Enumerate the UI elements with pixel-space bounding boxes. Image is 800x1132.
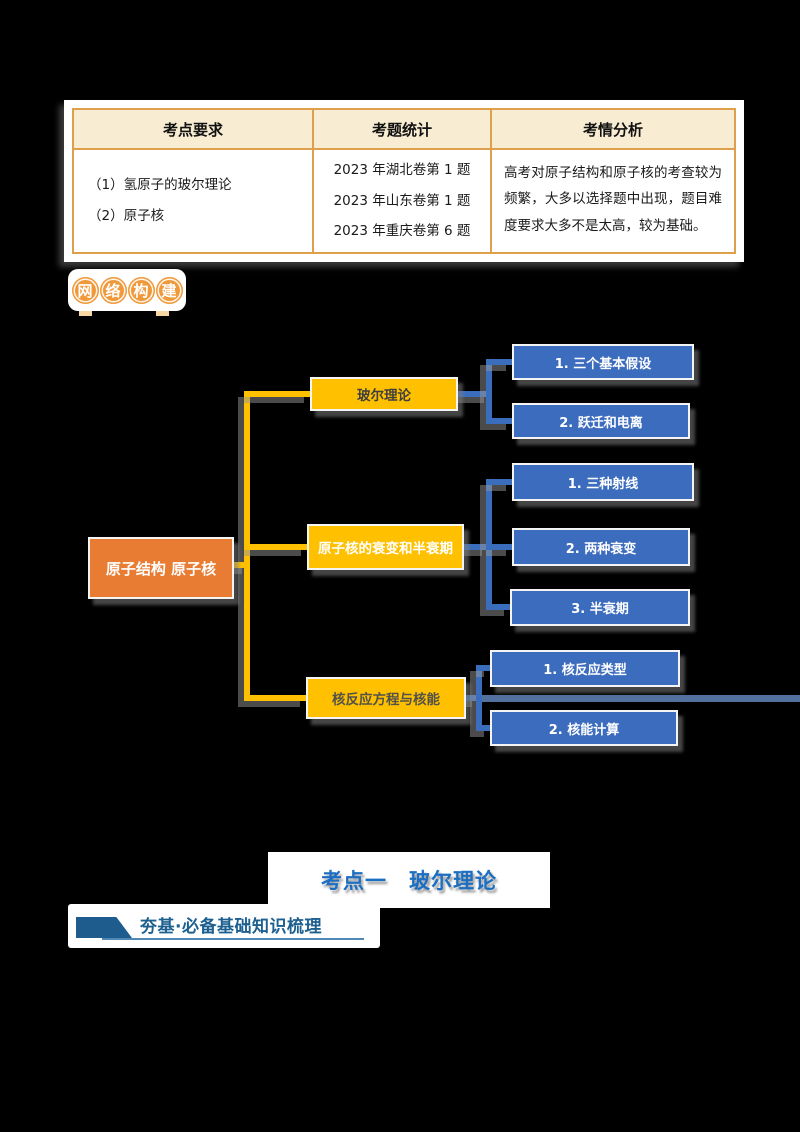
- connector-bracket1: [486, 359, 492, 424]
- stat-line: 2023 年湖北卷第 1 题: [333, 162, 471, 179]
- mindmap-leaf-two-decays: 2. 两种衰变: [512, 528, 690, 566]
- subsection-title: 夯基·必备基础知识梳理: [140, 917, 322, 937]
- connector-bracket3: [466, 695, 478, 701]
- badge-seal-icon: 络: [99, 276, 127, 304]
- table-body-row: （1）氢原子的玻尔理论 （2）原子核 2023 年湖北卷第 1 题 2023 年…: [74, 150, 734, 252]
- header-exam-analysis: 考情分析: [582, 120, 643, 139]
- topic-title: 考点一 玻尔理论: [321, 869, 497, 893]
- stat-line: 2023 年重庆卷第 6 题: [333, 223, 471, 240]
- network-construction-badge: 网 络 构 建: [68, 269, 186, 311]
- subsection-header-band: 夯基·必备基础知识梳理: [68, 904, 380, 948]
- cell-requirements: （1）氢原子的玻尔理论 （2）原子核: [74, 150, 314, 252]
- connector-bracket3: [482, 665, 490, 671]
- connector-bracket3: [482, 725, 490, 731]
- connector-bracket2: [492, 544, 512, 550]
- badge-seal-icon: 网: [71, 276, 99, 304]
- connector-trunk-line: [244, 391, 250, 701]
- topic-title-band: 考点一 玻尔理论: [268, 852, 550, 908]
- badge-seal-icon: 建: [155, 276, 183, 304]
- table-header-row: 考点要求 考题统计 考情分析: [74, 110, 734, 150]
- connector-bracket3: [476, 665, 482, 731]
- connector-bracket2: [492, 479, 512, 485]
- connector-root-stub: [230, 562, 248, 568]
- connector-bracket2: [486, 479, 492, 610]
- requirement-line: （1）氢原子的玻尔理论: [88, 176, 232, 193]
- connector-bracket1: [492, 359, 512, 365]
- exam-info-table: 考点要求 考题统计 考情分析 （1）氢原子的玻尔理论 （2）原子核 2023 年…: [72, 108, 736, 254]
- connector-bracket2: [492, 604, 510, 610]
- mindmap-leaf-three-rays: 1. 三种射线: [512, 463, 694, 501]
- connector-branch3-stub: [250, 695, 306, 701]
- connector-bracket1: [492, 418, 512, 424]
- header-exam-requirements: 考点要求: [74, 110, 314, 148]
- flag-icon: [76, 917, 132, 938]
- badge-ribbon-tab: [79, 306, 92, 316]
- mindmap-leaf-reaction-types: 1. 核反应类型: [490, 650, 680, 687]
- connector-branch2-stub: [250, 544, 307, 550]
- mindmap-branch-nuclear-reaction: 核反应方程与核能: [306, 677, 466, 719]
- mindmap-leaf-basic-hypotheses: 1. 三个基本假设: [512, 344, 694, 380]
- cell-exam-analysis: 高考对原子结构和原子核的考查较为频繁，大多以选择题中出现，题目难度要求大多不是太…: [504, 165, 722, 234]
- connector-bracket2: [464, 544, 488, 550]
- mindmap-root-node: 原子结构 原子核: [88, 537, 234, 599]
- mindmap-branch-decay-halflife: 原子核的衰变和半衰期: [307, 524, 464, 570]
- mindmap-branch-bohr-theory: 玻尔理论: [310, 377, 458, 411]
- header-question-stats: 考题统计: [314, 110, 492, 148]
- mindmap-leaf-energy-calculation: 2. 核能计算: [490, 710, 678, 746]
- connector-overflow-line: [482, 695, 800, 702]
- connector-branch1-stub: [250, 391, 310, 397]
- badge-ribbon-tab: [156, 306, 169, 316]
- badge-seal-icon: 构: [127, 276, 155, 304]
- requirement-line: （2）原子核: [88, 208, 165, 224]
- stat-line: 2023 年山东卷第 1 题: [333, 192, 471, 209]
- mindmap-leaf-transition-ionization: 2. 跃迁和电离: [512, 403, 690, 439]
- cell-question-stats: 2023 年湖北卷第 1 题 2023 年山东卷第 1 题 2023 年重庆卷第…: [314, 150, 492, 252]
- subsection-underline: [102, 938, 364, 940]
- connector-bracket1: [458, 391, 490, 397]
- mindmap-leaf-halflife: 3. 半衰期: [510, 589, 690, 626]
